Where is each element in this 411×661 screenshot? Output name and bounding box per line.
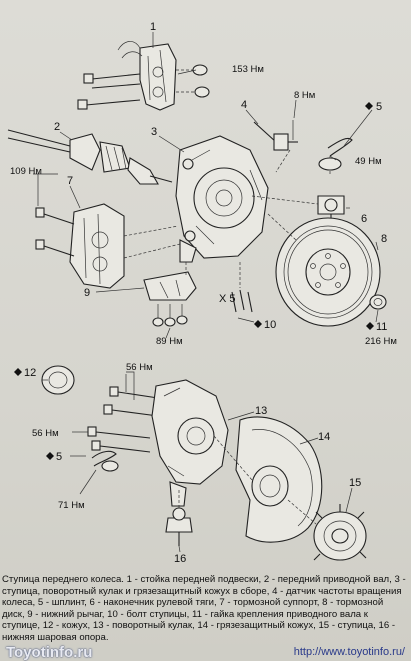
figure-caption: Ступица переднего колеса. 1 - стойка пер… xyxy=(2,574,406,643)
torque-153: 153 Нм xyxy=(232,64,264,75)
label-12: 12 xyxy=(24,367,36,379)
label-11: 11 xyxy=(376,321,387,333)
torque-49: 49 Нм xyxy=(355,156,382,167)
knuckle-bolts xyxy=(87,386,159,453)
wheel-speed-sensor xyxy=(253,120,298,173)
drive-shaft xyxy=(7,129,173,185)
label-4: 4 xyxy=(241,99,247,111)
label-8: 8 xyxy=(381,233,387,245)
label-9: 9 xyxy=(84,287,90,299)
brake-caliper xyxy=(35,203,181,289)
lower-arm xyxy=(143,262,197,327)
label-7: 7 xyxy=(67,175,73,187)
label-3: 3 xyxy=(151,126,157,138)
label-x5: X 5 xyxy=(219,293,236,305)
marker-12 xyxy=(14,368,22,376)
label-5-lower: 5 xyxy=(56,451,62,463)
torque-56-lower: 56 Нм xyxy=(32,428,59,439)
footer-url[interactable]: http://www.toyotinfo.ru/ xyxy=(293,646,405,658)
brake-disc xyxy=(267,213,381,327)
cotter-pin-lower xyxy=(91,450,119,472)
marker-10 xyxy=(254,320,262,328)
strut-bracket xyxy=(117,41,177,111)
label-5-upper: 5 xyxy=(376,101,382,113)
footer: Toyotinfo.ru http://www.toyotinfo.ru/ xyxy=(0,644,411,661)
dust-shield xyxy=(213,416,323,543)
label-6: 6 xyxy=(361,213,367,225)
label-14: 14 xyxy=(318,431,330,443)
watermark-logo: Toyotinfo.ru xyxy=(6,644,93,661)
marker-11 xyxy=(366,322,374,330)
torque-216: 216 Нм xyxy=(365,336,397,347)
hub-bolts xyxy=(231,262,253,313)
torque-71: 71 Нм xyxy=(58,500,85,511)
knuckle-assembly xyxy=(175,135,269,263)
torque-8: 8 Нм xyxy=(294,90,315,101)
label-1: 1 xyxy=(150,21,156,33)
marker-5-lower xyxy=(46,452,54,460)
drive-shaft-nut xyxy=(369,294,387,310)
steering-knuckle xyxy=(151,379,229,507)
label-10: 10 xyxy=(264,319,276,331)
wheel-hub xyxy=(287,499,367,561)
torque-89: 89 Нм xyxy=(156,336,183,347)
label-15: 15 xyxy=(349,477,361,489)
strut-bolts xyxy=(77,64,210,110)
label-13: 13 xyxy=(255,405,267,417)
lower-ball-joint xyxy=(165,490,193,546)
label-2: 2 xyxy=(54,121,60,133)
torque-109: 109 Нм xyxy=(10,166,42,177)
label-16: 16 xyxy=(174,553,186,565)
reference-markers xyxy=(14,102,374,460)
leader-lines xyxy=(33,32,379,553)
marker-5-upper xyxy=(365,102,373,110)
tie-rod-end xyxy=(251,157,345,226)
torque-56-upper: 56 Нм xyxy=(126,362,153,373)
